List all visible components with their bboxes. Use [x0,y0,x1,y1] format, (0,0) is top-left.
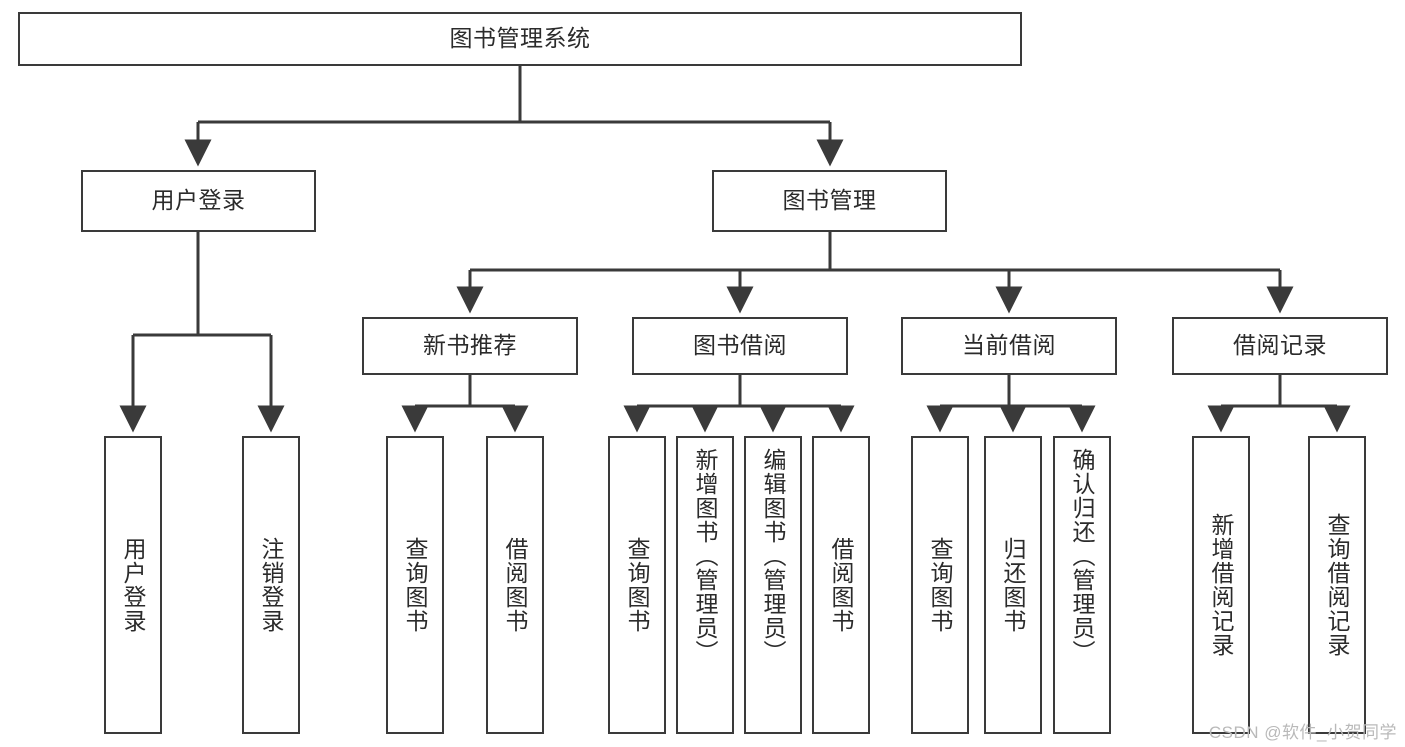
node-label: 查询图书 [927,537,954,633]
node-leaf-confirm-return[interactable]: 确认归还（管理员） [1053,436,1111,734]
watermark-credit: CSDN @软件_小贺同学 [1208,723,1397,742]
node-label: 注销登录 [258,537,285,633]
node-label: 借阅图书 [828,537,855,633]
node-label: 归还图书 [1000,537,1027,633]
node-leaf-query-borrow-record[interactable]: 查询借阅记录 [1308,436,1366,734]
node-leaf-user-login[interactable]: 用户登录 [104,436,162,734]
node-leaf-query-book-current[interactable]: 查询图书 [911,436,969,734]
node-label: 查询借阅记录 [1324,513,1351,657]
node-leaf-logout[interactable]: 注销登录 [242,436,300,734]
node-leaf-edit-book[interactable]: 编辑图书（管理员） [744,436,802,734]
node-label: 新增借阅记录 [1208,513,1235,657]
node-label: 用户登录 [151,187,246,214]
node-current-borrow[interactable]: 当前借阅 [901,317,1117,375]
node-label: 查询图书 [402,537,429,633]
node-label: 借阅图书 [502,537,529,633]
node-label: 借阅记录 [1233,332,1327,359]
node-user-login[interactable]: 用户登录 [81,170,316,232]
node-leaf-add-book[interactable]: 新增图书（管理员） [676,436,734,734]
node-book-borrow[interactable]: 图书借阅 [632,317,848,375]
node-label: 图书借阅 [693,332,787,359]
node-label: 确认归还（管理员） [1069,448,1096,664]
node-label: 用户登录 [120,537,147,633]
node-label: 图书管理 [782,187,877,214]
node-root-system[interactable]: 图书管理系统 [18,12,1022,66]
node-leaf-return-book[interactable]: 归还图书 [984,436,1042,734]
node-leaf-borrow-book-recommend[interactable]: 借阅图书 [486,436,544,734]
node-label: 当前借阅 [962,332,1056,359]
node-leaf-query-book-recommend[interactable]: 查询图书 [386,436,444,734]
node-label: 图书管理系统 [449,25,591,52]
node-label: 编辑图书（管理员） [760,448,787,664]
node-book-manage[interactable]: 图书管理 [712,170,947,232]
node-borrow-record[interactable]: 借阅记录 [1172,317,1388,375]
node-new-book-recommend[interactable]: 新书推荐 [362,317,578,375]
node-label: 新增图书（管理员） [692,448,719,664]
node-leaf-query-book-borrow[interactable]: 查询图书 [608,436,666,734]
node-label: 查询图书 [624,537,651,633]
node-leaf-borrow-book[interactable]: 借阅图书 [812,436,870,734]
node-label: 新书推荐 [423,332,517,359]
node-leaf-add-borrow-record[interactable]: 新增借阅记录 [1192,436,1250,734]
